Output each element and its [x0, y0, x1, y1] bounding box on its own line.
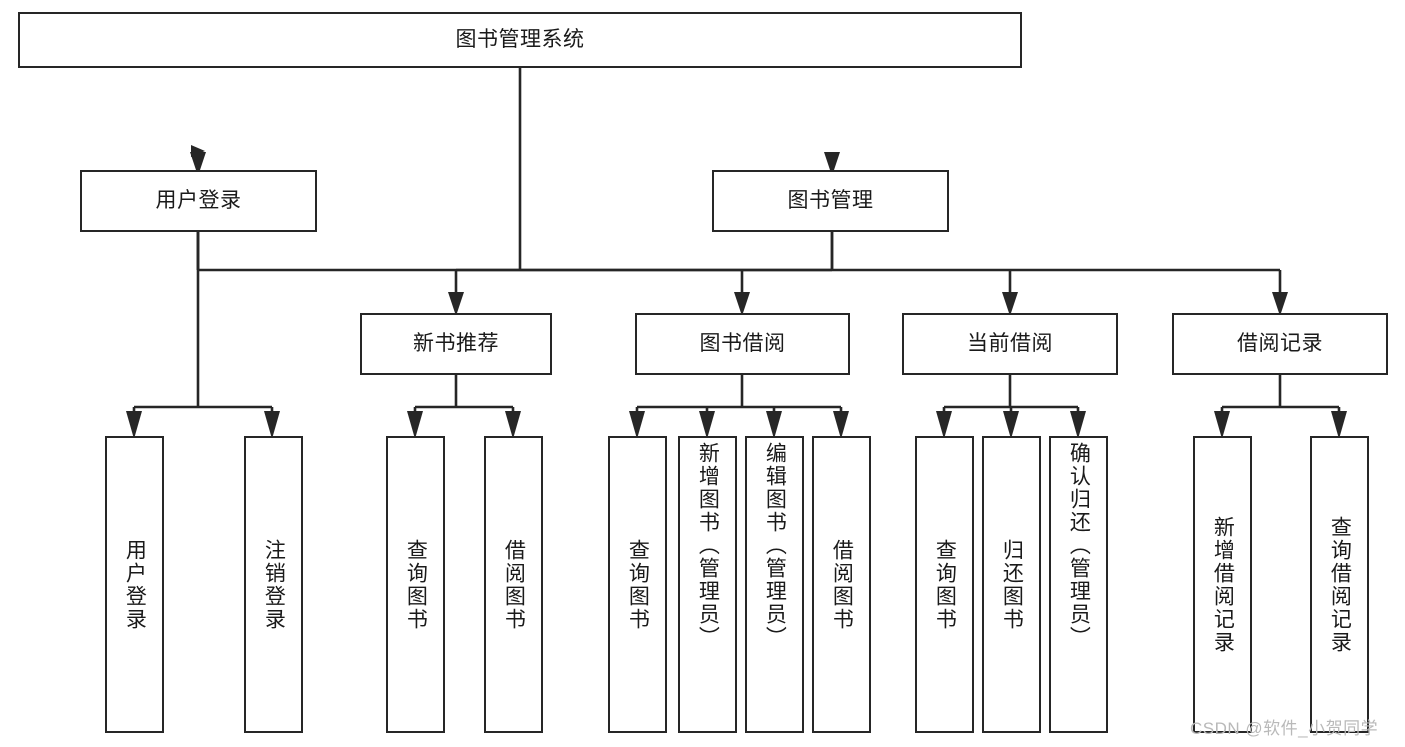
node-label: 查询图书: [404, 538, 428, 631]
leaf-query-books-current[interactable]: 查询图书: [915, 436, 974, 733]
node-label: 查询借阅记录: [1328, 515, 1352, 654]
leaf-return-books[interactable]: 归还图书: [982, 436, 1041, 733]
node-label: 用户登录: [155, 189, 242, 213]
node-borrowing-records[interactable]: 借阅记录: [1172, 313, 1388, 375]
node-label: 归还图书: [1000, 538, 1024, 631]
node-label: 当前借阅: [967, 332, 1053, 356]
node-new-book-recommendation[interactable]: 新书推荐: [360, 313, 552, 375]
node-label: 注销登录: [262, 538, 286, 631]
node-label: 编辑图书（管理员）: [763, 442, 787, 649]
node-label: 图书管理系统: [455, 28, 585, 52]
node-label: 查询图书: [933, 538, 957, 631]
node-label: 借阅记录: [1237, 332, 1323, 356]
node-label: 新书推荐: [413, 332, 499, 356]
node-label: 新增借阅记录: [1211, 515, 1235, 654]
leaf-borrow-books[interactable]: 借阅图书: [812, 436, 871, 733]
node-book-management-system[interactable]: 图书管理系统: [18, 12, 1022, 68]
leaf-query-books-borrowing[interactable]: 查询图书: [608, 436, 667, 733]
leaf-confirm-return-admin[interactable]: 确认归还（管理员）: [1049, 436, 1108, 733]
csdn-watermark: CSDN @软件_小贺同学: [1190, 719, 1379, 738]
node-book-borrowing[interactable]: 图书借阅: [635, 313, 850, 375]
leaf-add-borrow-record[interactable]: 新增借阅记录: [1193, 436, 1252, 733]
node-label: 图书借阅: [699, 332, 786, 356]
node-current-borrowing[interactable]: 当前借阅: [902, 313, 1118, 375]
node-label: 新增图书（管理员）: [696, 442, 720, 649]
leaf-edit-book-admin[interactable]: 编辑图书（管理员）: [745, 436, 804, 733]
node-label: 用户登录: [123, 538, 147, 631]
leaf-logout[interactable]: 注销登录: [244, 436, 303, 733]
leaf-add-book-admin[interactable]: 新增图书（管理员）: [678, 436, 737, 733]
node-user-login-module[interactable]: 用户登录: [80, 170, 317, 232]
leaf-borrow-books-recommendation[interactable]: 借阅图书: [484, 436, 543, 733]
leaf-query-books-recommendation[interactable]: 查询图书: [386, 436, 445, 733]
node-label: 借阅图书: [502, 538, 526, 631]
node-book-management-module[interactable]: 图书管理: [712, 170, 949, 232]
node-label: 图书管理: [787, 189, 874, 213]
leaf-query-borrow-record[interactable]: 查询借阅记录: [1310, 436, 1369, 733]
node-label: 查询图书: [626, 538, 650, 631]
leaf-user-login[interactable]: 用户登录: [105, 436, 164, 733]
node-label: 借阅图书: [830, 538, 854, 631]
node-label: 确认归还（管理员）: [1067, 442, 1091, 649]
